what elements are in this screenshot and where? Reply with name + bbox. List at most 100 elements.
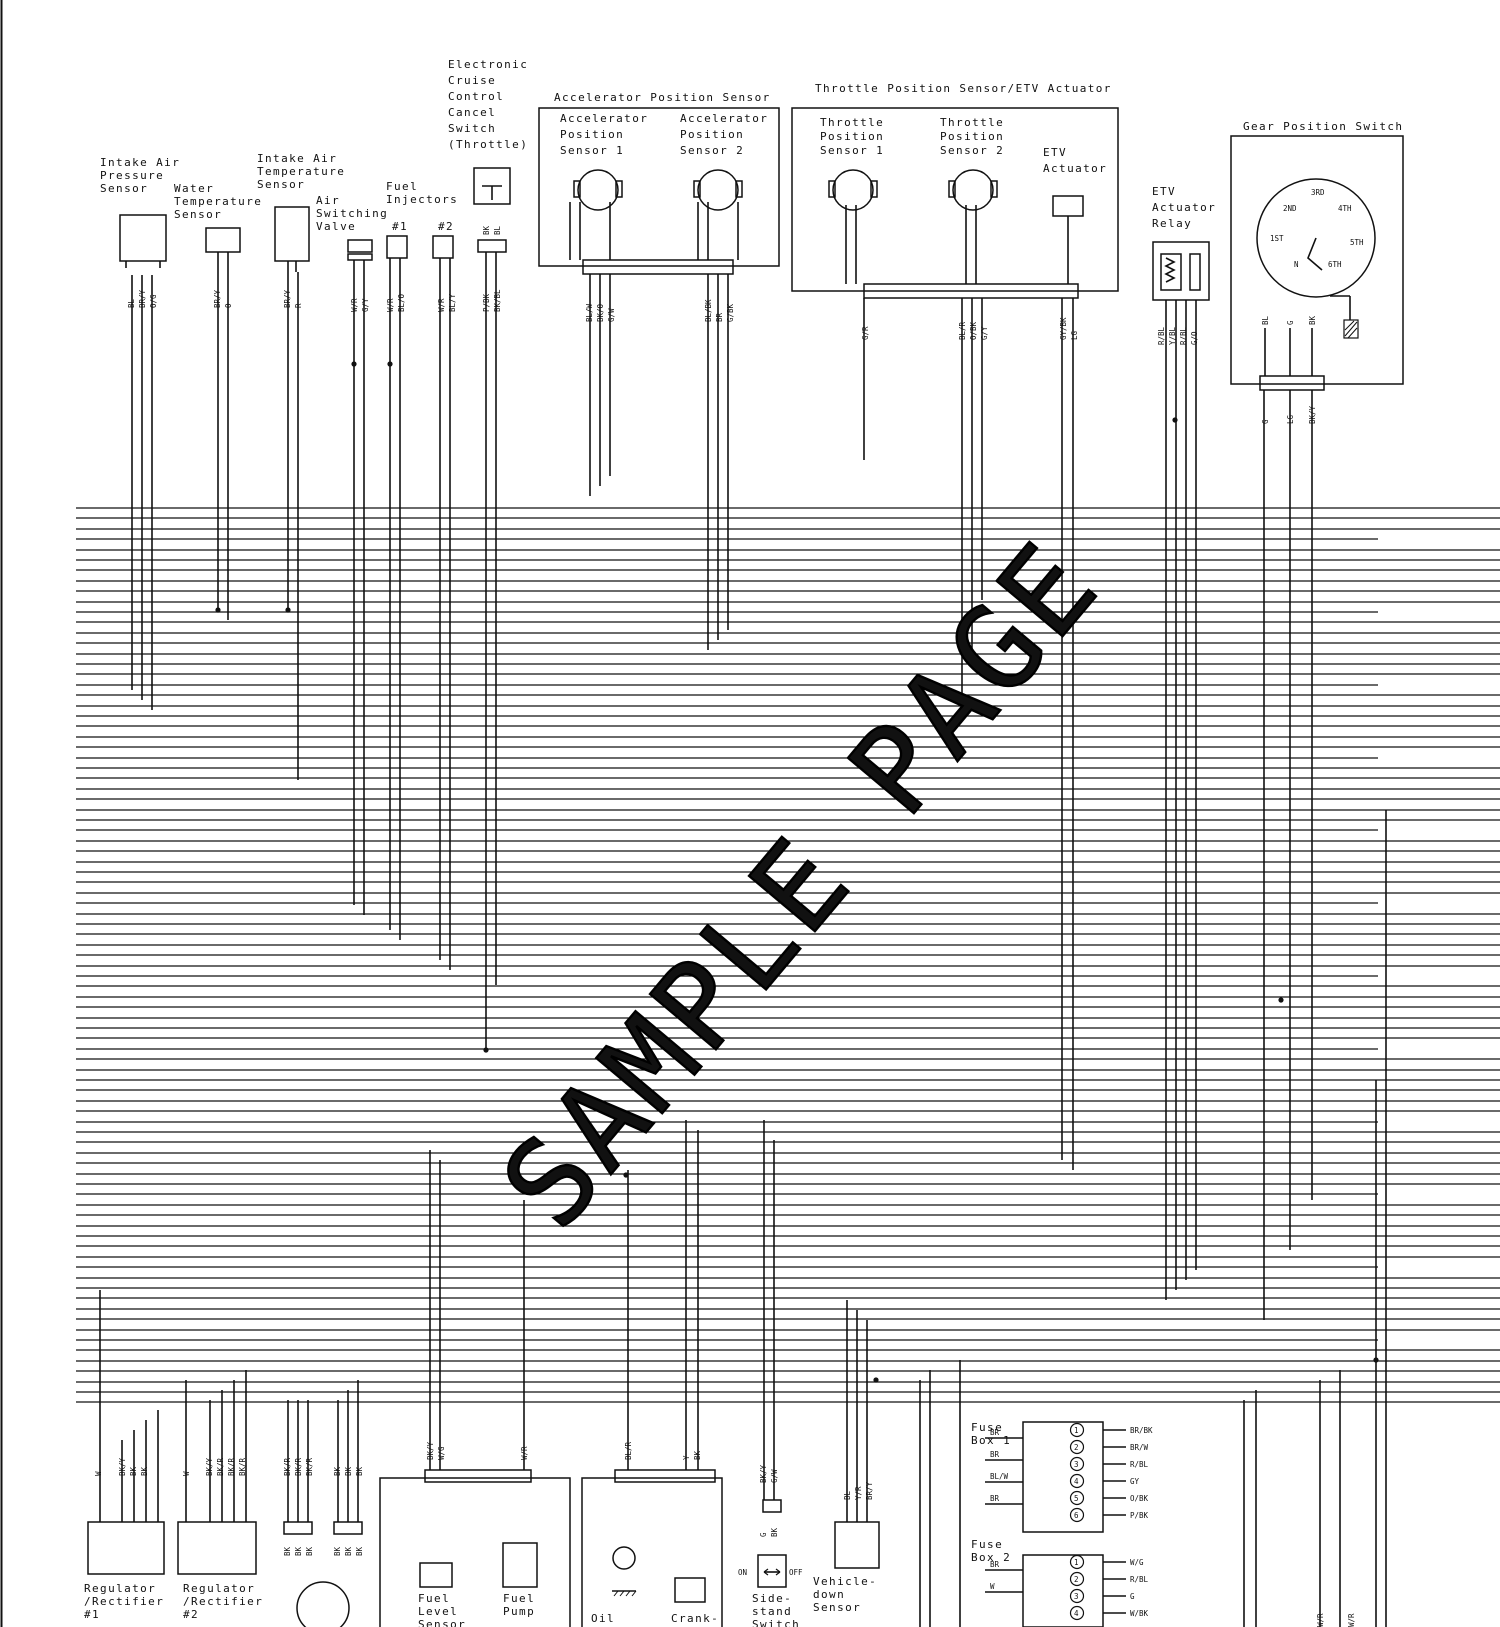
aps-box — [538, 107, 780, 267]
fuel-level-sensor-icon — [419, 1562, 453, 1588]
fuse-left-label: W — [990, 1582, 995, 1591]
wire-label-iaps-og: O/G — [149, 294, 158, 308]
injector-1-label: #1 — [392, 220, 408, 233]
wire-label-alt-d3: BK — [355, 1546, 364, 1556]
fuse-left-label: BR — [990, 1428, 1000, 1437]
wire-label-crank-bk: BK — [693, 1450, 702, 1460]
wire-label-aps1-bko: BK/O — [596, 303, 605, 322]
wire-label-aps2-br: BR — [715, 312, 724, 322]
wire-label-cruise-bk: BK — [482, 225, 491, 235]
fuse-box-2-body — [1022, 1554, 1104, 1627]
wire-label-vd-bry: BR/Y — [865, 1481, 874, 1500]
wire-label-alt-a3: BK/R — [305, 1457, 314, 1476]
wire-label-cruise-bkbl: BK/BL — [493, 289, 502, 312]
wire-label-edge-wr2: W/R — [1347, 1613, 1356, 1627]
fuse-number: 4 — [1074, 1609, 1079, 1618]
oil-label: Oil — [591, 1612, 615, 1625]
wire-label-reg1-bk2: BK — [140, 1466, 149, 1476]
oil-pressure-switch-icon — [612, 1546, 636, 1570]
wire-label-reg1-w: W — [94, 1471, 103, 1476]
wire-label-inj1-blo: BL/O — [397, 293, 406, 312]
alternator-icon — [296, 1581, 350, 1627]
sidestand-on: ON — [738, 1568, 747, 1577]
fuel-pump-box — [379, 1477, 571, 1627]
wire-label-side-gw: G/W — [770, 1469, 779, 1483]
wire-label-side-g: G — [759, 1532, 768, 1537]
fuse-left-label: BR — [990, 1560, 1000, 1569]
tps-etv-title: Throttle Position Sensor/ETV Actuator — [815, 82, 1112, 95]
wire-label-reg2-bkr1: BK/R — [216, 1457, 225, 1476]
wire-label-gear-bk: BK — [1308, 315, 1317, 325]
wire-label-alt-c3: BK — [305, 1546, 314, 1556]
wire-label-reg2-bkr3: BK/R — [238, 1457, 247, 1476]
fuse-left-label: BR — [990, 1494, 1000, 1503]
top-wire-labels: BL BR/Y O/G BR/Y O BR/Y R W/R G/Y W/R BL… — [127, 225, 1317, 424]
fuse-right-label: BR/W — [1130, 1443, 1149, 1452]
regulator-2-label: Regulator/Rectifier#2 — [183, 1582, 263, 1621]
iats-body — [274, 206, 310, 262]
fuse-number: 1 — [1074, 1426, 1079, 1435]
fuse-icon — [1069, 1456, 1085, 1472]
wire-label-edge-wr1: W/R — [1316, 1613, 1325, 1627]
injector-2-label: #2 — [438, 220, 454, 233]
fuse-icon — [1069, 1507, 1085, 1523]
wire-junction — [623, 1172, 629, 1178]
wire-label-aps1-blw: BL/W — [585, 303, 594, 322]
wire-label-vd-bl: BL — [843, 1490, 852, 1500]
wire-label-alt-b1: BK — [333, 1466, 342, 1476]
tps-etv-box — [791, 107, 1119, 292]
wire-label-water-o: O — [224, 303, 233, 308]
wire-junction — [215, 607, 221, 613]
wire-junction — [483, 1047, 489, 1053]
gear-pos-4th: 4TH — [1338, 204, 1352, 213]
wire-label-gear-bl: BL — [1261, 315, 1270, 325]
tps1-sensor-icon — [832, 169, 874, 211]
fuse-number: 3 — [1074, 1460, 1079, 1469]
wire-label-etv-lg: LG — [1070, 330, 1079, 340]
wire-junction — [1172, 417, 1178, 423]
wire-label-tps1-gr: G/R — [861, 326, 870, 340]
wire-label-relay-ybl: Y/BL — [1168, 326, 1177, 345]
fuse-number: 2 — [1074, 1575, 1079, 1584]
wire-label-cruise-bl: BL — [493, 225, 502, 235]
vehicle-down-sensor-body — [834, 1521, 880, 1569]
harness-vertical-wires — [99, 202, 1387, 1627]
etv-actuator-icon — [1052, 195, 1084, 217]
oil-crank-box — [581, 1477, 723, 1627]
harness-bus-lines — [76, 507, 1500, 1403]
gear-pos-3rd: 3RD — [1311, 188, 1325, 197]
fuse-number: 2 — [1074, 1443, 1079, 1452]
injector-1-body — [386, 235, 408, 259]
fuse-number: 4 — [1074, 1477, 1079, 1486]
fuse-number: 6 — [1074, 1511, 1079, 1520]
wire-label-alt-b2: BK — [344, 1466, 353, 1476]
wire-label-gear-low-lg: LG — [1286, 414, 1295, 424]
fuse-right-label: W/G — [1130, 1558, 1144, 1567]
fuse-right-label: GY — [1130, 1477, 1140, 1486]
wire-label-side-bky: BK/Y — [759, 1464, 768, 1483]
wire-label-alt-c2: BK — [294, 1546, 303, 1556]
wire-label-reg2-bky: BK/Y — [205, 1457, 214, 1476]
wire-label-water-bry: BR/Y — [213, 289, 222, 308]
wire-label-aps2-blbk: BL/BK — [704, 299, 713, 322]
fuse-box-1-body — [1022, 1421, 1104, 1533]
wire-label-inj1-wr: W/R — [386, 298, 395, 312]
wire-label-alt-d2: BK — [344, 1546, 353, 1556]
fuse-icon — [1069, 1605, 1085, 1621]
gear-pos-n: N — [1294, 260, 1299, 269]
wire-label-oil-blr: BL/R — [624, 1441, 633, 1460]
wire-label-relay-rbl2: R/BL — [1179, 326, 1188, 345]
wire-label-tps2-gy: G/Y — [980, 326, 989, 340]
fuse-icon — [1069, 1422, 1085, 1438]
fuse-right-label: P/BK — [1130, 1511, 1149, 1520]
wire-junction — [285, 607, 291, 613]
gear-switch-title: Gear Position Switch — [1243, 120, 1403, 133]
